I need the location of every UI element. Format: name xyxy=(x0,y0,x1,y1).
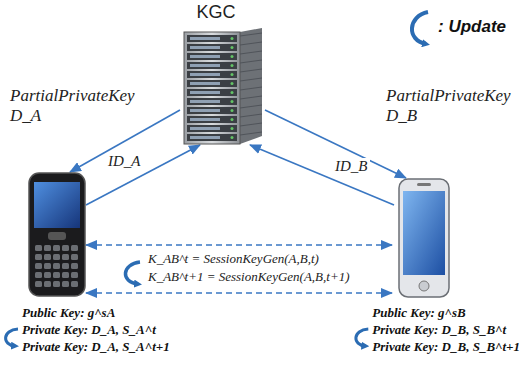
session-connector xyxy=(86,244,392,246)
phone-a-illustration xyxy=(28,172,86,297)
key-line: Private Key: D_A, S_A^t xyxy=(22,321,170,338)
connector-label: PartialPrivateKey D_B xyxy=(384,86,526,125)
connector-label: ID_A xyxy=(106,153,143,170)
key-list: Public Key: g^sAPrivate Key: D_A, S_A^tP… xyxy=(22,304,170,355)
phone-node xyxy=(398,178,450,298)
update-label: : Update xyxy=(438,17,506,37)
server-illustration xyxy=(180,28,265,146)
node-title: KGC xyxy=(180,2,252,23)
key-line: Public Key: g^sB xyxy=(372,304,520,321)
connector-label: ID_B xyxy=(333,158,370,175)
update-arrow xyxy=(412,12,428,44)
server-holder xyxy=(180,28,265,146)
connector-label: K_AB^t+1 = SessionKeyGen(A,B,t+1) xyxy=(146,270,352,285)
key-line: Private Key: D_B, S_B^t+1 xyxy=(372,338,520,355)
key-update-arrow xyxy=(356,329,368,346)
key-connector xyxy=(250,145,394,205)
connector-label: K_AB^t = SessionKeyGen(A,B,t) xyxy=(146,252,321,267)
phone-node xyxy=(28,172,86,297)
key-line: Private Key: D_B, S_B^t xyxy=(372,321,520,338)
server-node: KGC xyxy=(180,0,265,146)
key-connector xyxy=(86,145,200,205)
key-update-arrow xyxy=(6,329,18,346)
key-line: Public Key: g^sA xyxy=(22,304,170,321)
session-connector xyxy=(86,292,392,294)
phone-b-illustration xyxy=(398,178,450,298)
connector-label: PartialPrivateKey D_A xyxy=(8,86,152,125)
key-list: Public Key: g^sBPrivate Key: D_B, S_B^tP… xyxy=(372,304,520,355)
session-update-arrow xyxy=(125,262,140,284)
key-line: Private Key: D_A, S_A^t+1 xyxy=(22,338,170,355)
